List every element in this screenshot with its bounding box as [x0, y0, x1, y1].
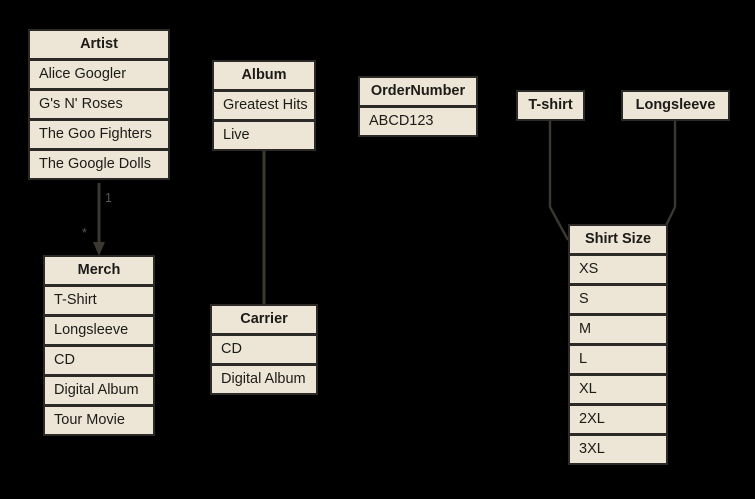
edge-label-merch-many: * [82, 226, 87, 240]
list-item[interactable]: ABCD123 [358, 106, 478, 137]
list-item[interactable]: T-Shirt [43, 285, 155, 316]
list-item[interactable]: M [568, 314, 668, 345]
list-item[interactable]: Alice Googler [28, 59, 170, 90]
list-item[interactable]: CD [210, 334, 318, 365]
list-item[interactable]: G's N' Roses [28, 89, 170, 120]
entity-longsleeve-title: Longsleeve [621, 90, 730, 121]
entity-album[interactable]: Album Greatest Hits Live [212, 60, 316, 151]
entity-artist[interactable]: Artist Alice Googler G's N' Roses The Go… [28, 29, 170, 180]
list-item[interactable]: The Google Dolls [28, 149, 170, 180]
entity-album-title: Album [212, 60, 316, 91]
list-item[interactable]: Digital Album [43, 375, 155, 406]
entity-order-number[interactable]: OrderNumber ABCD123 [358, 76, 478, 137]
list-item[interactable]: The Goo Fighters [28, 119, 170, 150]
entity-shirt-size[interactable]: Shirt Size XS S M L XL 2XL 3XL [568, 224, 668, 465]
edge-artist-merch-arrowhead [93, 242, 105, 256]
edge-tshirt-shirtsize [548, 120, 570, 241]
edge-longsleeve-shirtsize [657, 120, 677, 241]
list-item[interactable]: Digital Album [210, 364, 318, 395]
entity-carrier[interactable]: Carrier CD Digital Album [210, 304, 318, 395]
entity-tshirt[interactable]: T-shirt [516, 90, 585, 121]
entity-artist-title: Artist [28, 29, 170, 60]
entity-tshirt-title: T-shirt [516, 90, 585, 121]
list-item[interactable]: 3XL [568, 434, 668, 465]
list-item[interactable]: XS [568, 254, 668, 285]
list-item[interactable]: 2XL [568, 404, 668, 435]
list-item[interactable]: Live [212, 120, 316, 151]
list-item[interactable]: Greatest Hits [212, 90, 316, 121]
list-item[interactable]: L [568, 344, 668, 375]
list-item[interactable]: XL [568, 374, 668, 405]
entity-order-number-title: OrderNumber [358, 76, 478, 107]
entity-merch[interactable]: Merch T-Shirt Longsleeve CD Digital Albu… [43, 255, 155, 436]
list-item[interactable]: S [568, 284, 668, 315]
edge-label-artist-one: 1 [105, 191, 112, 205]
entity-merch-title: Merch [43, 255, 155, 286]
list-item[interactable]: Tour Movie [43, 405, 155, 436]
entity-shirt-size-title: Shirt Size [568, 224, 668, 255]
entity-longsleeve[interactable]: Longsleeve [621, 90, 730, 121]
list-item[interactable]: Longsleeve [43, 315, 155, 346]
list-item[interactable]: CD [43, 345, 155, 376]
entity-carrier-title: Carrier [210, 304, 318, 335]
